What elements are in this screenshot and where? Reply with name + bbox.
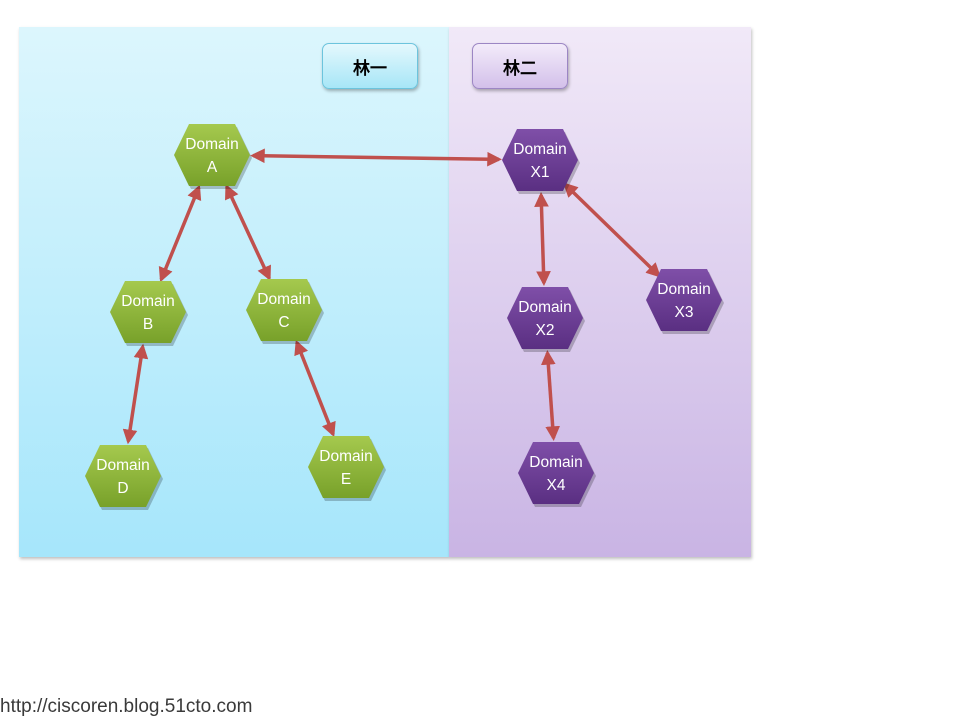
domain-hexagon <box>246 279 322 341</box>
domain-node-title: Domain <box>121 293 174 310</box>
domain-hexagon <box>174 124 250 186</box>
domain-hexagon <box>518 442 594 504</box>
domain-node-id: B <box>143 316 153 333</box>
trust-arrow-a-c <box>225 184 271 281</box>
domain-node-id: C <box>278 314 289 331</box>
domain-node-title: Domain <box>513 141 566 158</box>
domain-nodes: DomainADomainBDomainCDomainDDomainEDomai… <box>85 124 724 510</box>
domain-hexagon <box>502 129 578 191</box>
forest-one-label: 林一 <box>322 43 418 89</box>
domain-node-id: D <box>117 480 128 497</box>
domain-node-title: Domain <box>96 457 149 474</box>
footer-url: http://ciscoren.blog.51cto.com <box>0 696 253 717</box>
domain-node-title: Domain <box>257 291 310 308</box>
domain-hexagon <box>308 436 384 498</box>
domain-hexagon <box>110 281 186 343</box>
domain-node-title: Domain <box>529 454 582 471</box>
domain-node-id: X2 <box>536 322 555 339</box>
domain-node-id: X3 <box>675 304 694 321</box>
forest-two-label: 林二 <box>472 43 568 89</box>
trust-arrow-x1-x3 <box>562 182 662 278</box>
domain-node-id: E <box>341 471 351 488</box>
trust-arrow-x1-x2 <box>534 192 551 286</box>
trust-arrow-c-e <box>294 339 336 438</box>
trust-links <box>122 148 662 445</box>
domain-node-title: Domain <box>518 299 571 316</box>
trust-arrow-a-b <box>158 184 202 283</box>
domain-node-title: Domain <box>319 448 372 465</box>
domain-node-id: X4 <box>547 477 566 494</box>
domain-node-id: X1 <box>531 164 550 181</box>
trust-arrow-b-d <box>122 343 149 445</box>
trust-arrow-x2-x4 <box>540 349 561 442</box>
domain-hexagon <box>507 287 583 349</box>
trust-arrow-a-x1 <box>250 148 502 167</box>
domain-hexagon <box>85 445 161 507</box>
domain-node-id: A <box>207 159 218 176</box>
domain-hexagon <box>646 269 722 331</box>
domain-node-title: Domain <box>185 136 238 153</box>
domain-node-title: Domain <box>657 281 710 298</box>
